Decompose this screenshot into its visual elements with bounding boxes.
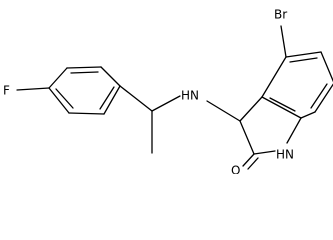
- molecule-structure: Br F HN HN O: [3, 8, 333, 175]
- structure-canvas: Br F HN HN O: [3, 7, 333, 175]
- bond-c6-c7: [314, 83, 333, 113]
- bond-c4-c5-inner: [289, 57, 318, 63]
- bond-ring1-4: [103, 85, 121, 115]
- benzene-ring: [261, 51, 333, 119]
- fluorine-label: F: [3, 84, 10, 98]
- bond-c4-br: [280, 25, 287, 58]
- fluorophenyl-ring: [48, 66, 121, 115]
- bond-c2-o-second: [247, 157, 259, 170]
- bond-ring1-4-inner: [99, 86, 115, 110]
- bond-c7a-c3a-inner: [269, 97, 296, 112]
- bond-c4-c5: [285, 51, 322, 58]
- lactam-nitrogen-label: HN: [276, 148, 294, 162]
- bond-nh-c3: [206, 100, 241, 122]
- bond-ring1-2: [66, 66, 102, 69]
- bond-c6-c7-inner: [310, 83, 328, 109]
- bond-ring1-2-inner: [70, 71, 99, 74]
- amine-label: HN: [181, 89, 199, 103]
- bond-c7-c7a: [300, 111, 316, 119]
- lactam-ring: [239, 96, 302, 155]
- bromine-label: Br: [274, 8, 287, 22]
- bond-c5-c6: [320, 51, 333, 83]
- bond-c2-o: [242, 153, 255, 167]
- bond-ring1-5: [68, 112, 105, 115]
- bond-ring1-6-inner: [55, 88, 74, 109]
- bond-ring-chiral: [119, 85, 153, 112]
- carbonyl-oxygen-label: O: [231, 164, 240, 175]
- bond-ring1-6: [48, 87, 70, 114]
- bond-c-f: [16, 87, 50, 91]
- bond-c3a-c4: [261, 56, 287, 98]
- bond-ring1-3: [100, 66, 121, 87]
- bond-c7a-c3a: [261, 96, 302, 119]
- bond-c2-n1: [253, 150, 276, 155]
- bond-chiral-nh: [151, 95, 181, 112]
- bond-c3-c3a: [239, 96, 263, 122]
- bond-c3-c2: [239, 120, 255, 155]
- bond-n1-c7a: [286, 117, 302, 144]
- bond-ring1-1: [48, 67, 68, 89]
